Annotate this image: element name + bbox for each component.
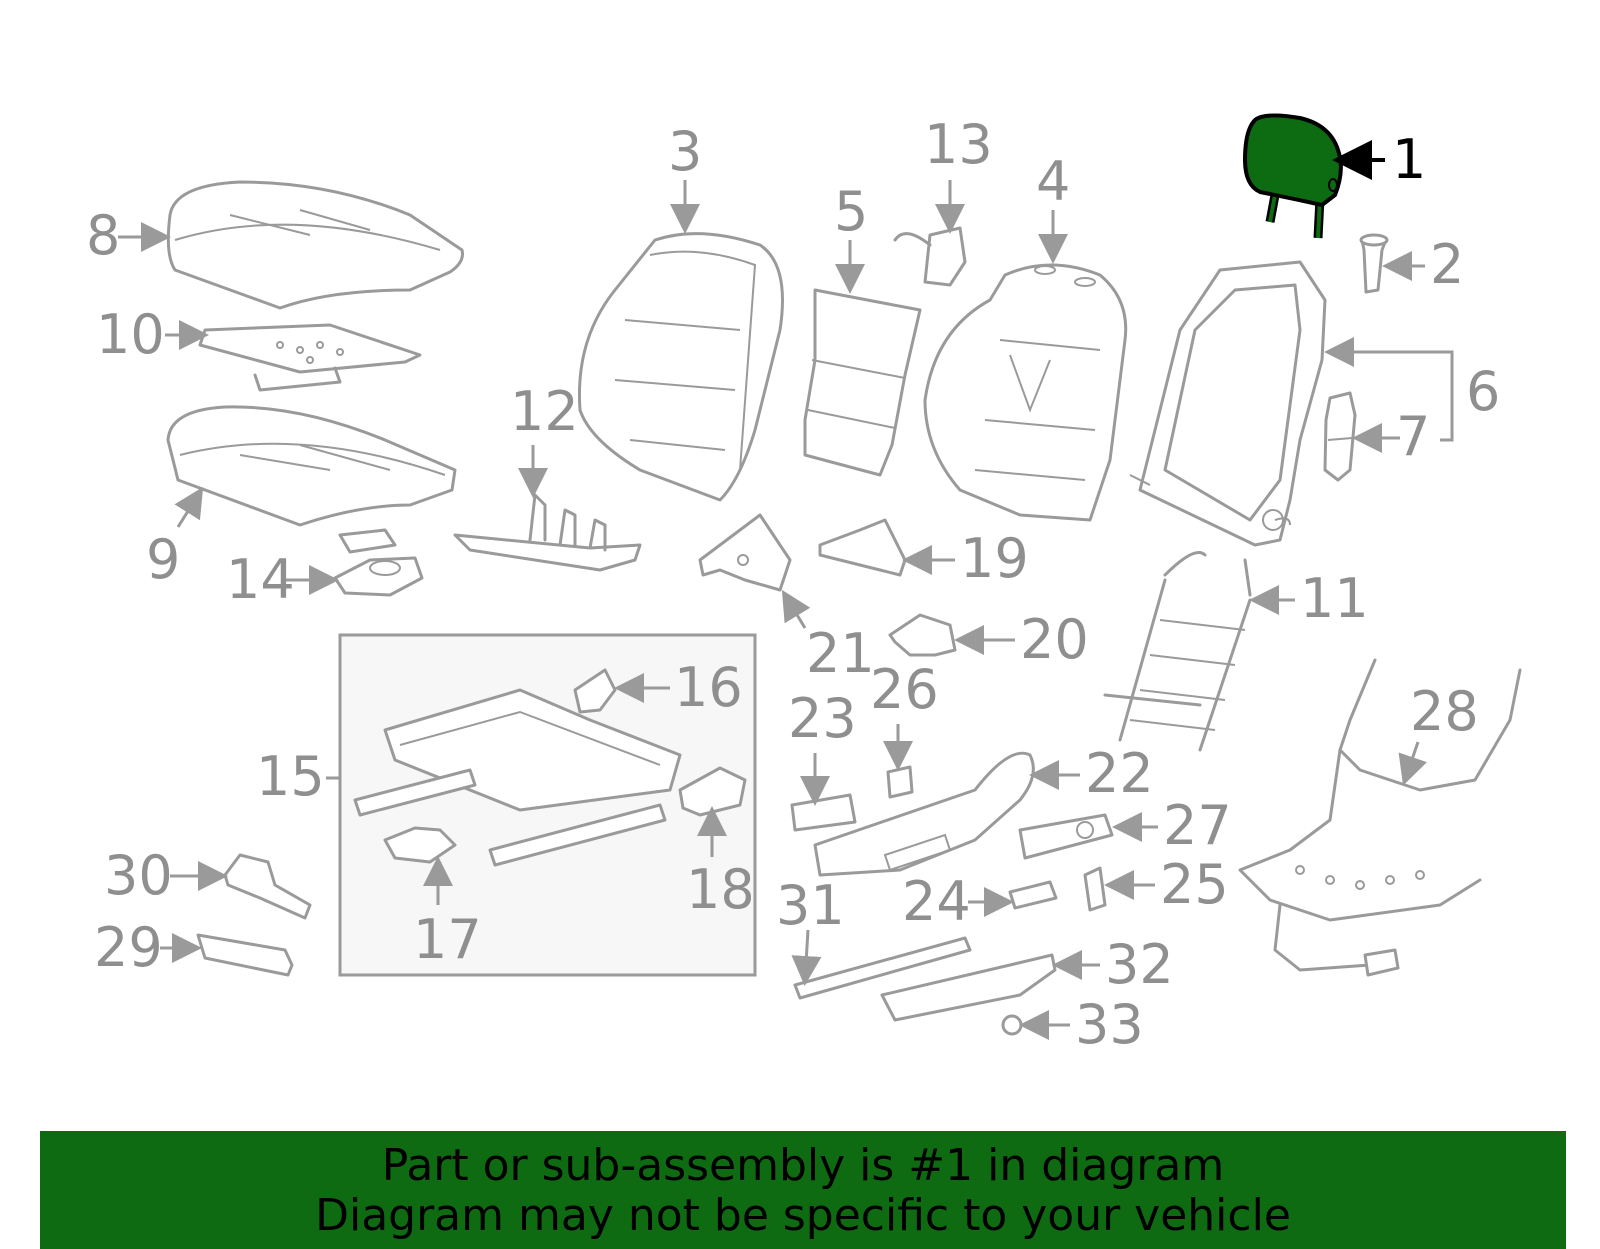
part-13-module[interactable] — [893, 226, 967, 287]
callout-26: 26 — [870, 658, 939, 721]
part-1-headrest[interactable] — [1243, 113, 1343, 239]
part-5-heater-pad[interactable] — [803, 288, 922, 477]
part-19-bracket[interactable] — [818, 518, 907, 577]
callout-5: 5 — [834, 180, 868, 243]
part-24-knob[interactable] — [1008, 880, 1058, 910]
callout-24: 24 — [902, 870, 971, 933]
callout-21: 21 — [806, 622, 875, 685]
callout-11: 11 — [1300, 567, 1369, 630]
callout-32: 32 — [1105, 933, 1174, 996]
callout-3: 3 — [668, 120, 702, 183]
group-15-seat-adjuster[interactable] — [338, 633, 757, 977]
banner-line-2: Diagram may not be specific to your vehi… — [315, 1190, 1291, 1241]
callout-12: 12 — [510, 380, 579, 443]
callout-10: 10 — [96, 303, 165, 366]
part-11-lumbar-support[interactable] — [1103, 551, 1252, 752]
callout-33: 33 — [1075, 993, 1144, 1056]
callout-28: 28 — [1410, 680, 1479, 743]
callout-9: 9 — [146, 528, 180, 591]
callout-19: 19 — [960, 527, 1029, 590]
callout-27: 27 — [1163, 794, 1232, 857]
callout-1: 1 — [1392, 128, 1426, 191]
part-25-knob[interactable] — [1083, 866, 1107, 912]
part-8-cushion-cover[interactable] — [166, 180, 464, 310]
callout-13: 13 — [924, 113, 993, 176]
part-23-switch[interactable] — [790, 793, 857, 832]
callout-15: 15 — [256, 745, 325, 808]
callout-2: 2 — [1430, 233, 1464, 296]
callout-22: 22 — [1085, 742, 1154, 805]
part-26-knob[interactable] — [886, 765, 914, 799]
part-28-wiring-harness[interactable] — [1238, 658, 1522, 977]
callout-4: 4 — [1036, 150, 1070, 213]
callout-31: 31 — [776, 874, 845, 937]
callout-17: 17 — [413, 908, 482, 971]
part-31-trim[interactable] — [793, 936, 972, 1000]
part-14-bracket[interactable] — [333, 528, 424, 597]
part-22-side-shield[interactable] — [813, 751, 1035, 877]
part-9-cushion-pad[interactable] — [166, 405, 457, 527]
callout-23: 23 — [788, 687, 857, 750]
part-6-seatback-frame[interactable] — [1129, 260, 1327, 547]
part-30-bracket[interactable] — [223, 853, 312, 920]
part-3-seatback-cover[interactable] — [577, 232, 784, 502]
part-20-clip[interactable] — [888, 613, 957, 657]
callout-6: 6 — [1466, 360, 1500, 423]
info-banner: Part or sub-assembly is #1 in diagram Di… — [40, 1131, 1566, 1249]
callout-7: 7 — [1396, 405, 1430, 468]
part-29-cover[interactable] — [196, 933, 294, 977]
callout-18: 18 — [686, 858, 755, 921]
callout-14: 14 — [226, 548, 295, 611]
part-4-seatback-pad[interactable] — [923, 263, 1128, 522]
part-2-guide[interactable] — [1359, 233, 1389, 294]
part-21-side-bracket[interactable] — [698, 513, 792, 592]
callout-30: 30 — [104, 844, 173, 907]
callout-16: 16 — [674, 656, 743, 719]
callout-20: 20 — [1020, 608, 1089, 671]
banner-line-1: Part or sub-assembly is #1 in diagram — [381, 1140, 1225, 1191]
part-27-switch-panel[interactable] — [1018, 813, 1114, 860]
callout-29: 29 — [94, 916, 163, 979]
part-33-clip[interactable] — [1001, 1014, 1023, 1036]
part-10-cushion-mat[interactable] — [198, 323, 422, 392]
callout-25: 25 — [1160, 853, 1229, 916]
part-12-cushion-frame[interactable] — [453, 493, 642, 572]
callout-8: 8 — [86, 204, 120, 267]
part-7-recliner-motor[interactable] — [1323, 391, 1357, 482]
